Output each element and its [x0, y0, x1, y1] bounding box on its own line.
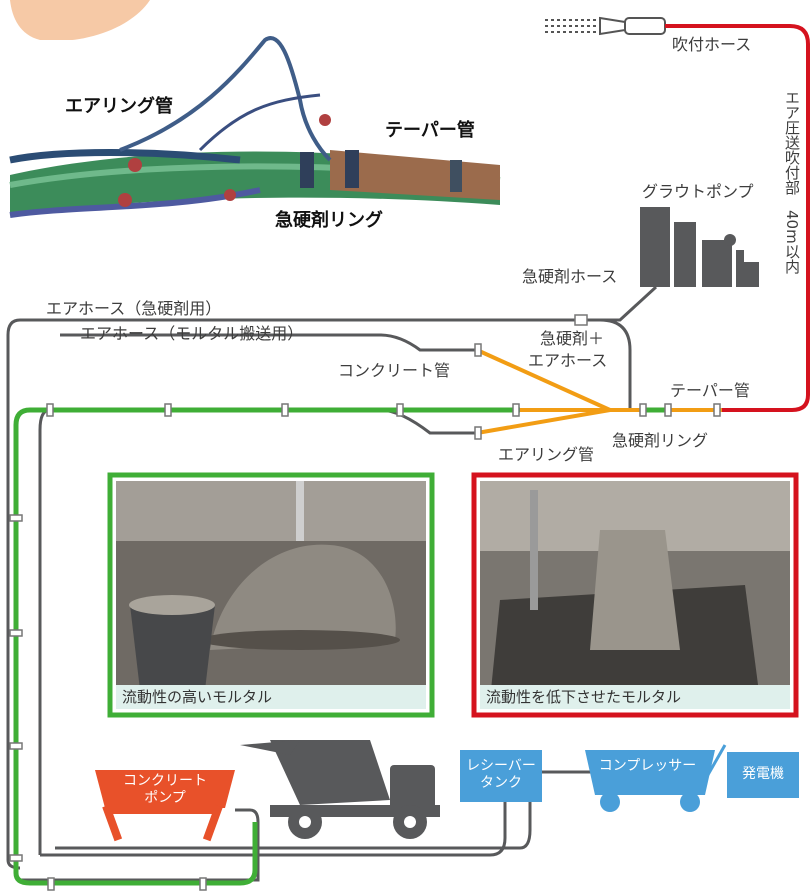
- concrete-pump-label-l2: ポンプ: [144, 790, 186, 806]
- spray-hose-label: 吹付ホース: [672, 35, 752, 54]
- accel-air-hose-label-l1: 急硬剤＋: [540, 329, 605, 348]
- spray-hose-line: [665, 24, 810, 412]
- spray-nozzle: [545, 16, 666, 36]
- compressor-label: コンプレッサー: [598, 758, 697, 774]
- concrete-pump-icon: [95, 770, 235, 842]
- air-ring-pipe-label: エアリング管: [498, 445, 595, 464]
- gray-hoses: [6, 285, 658, 882]
- photo-label-taper: テーパー管: [385, 120, 475, 141]
- air-hose-mortar-label: エアホース（モルタル搬送用）: [80, 324, 304, 343]
- photo-label-accel-ring: 急硬剤リング: [275, 210, 383, 231]
- receiver-tank-label: レシーバー タンク: [460, 758, 542, 792]
- compressor-icon: [585, 750, 715, 812]
- low-flow-frame: [471, 472, 799, 718]
- generator-box: [727, 752, 799, 798]
- high-flow-photo: [116, 481, 426, 709]
- receiver-tank-box: [460, 750, 542, 802]
- grout-pump-label: グラウトポンプ: [642, 182, 754, 201]
- receiver-tank-label-l1: レシーバー: [466, 758, 536, 774]
- air-hose-accel-label: エアホース（急硬剤用）: [46, 299, 222, 318]
- high-flow-photo-container: 流動性の高いモルタル: [116, 481, 426, 709]
- accel-hose-label: 急硬剤ホース: [522, 267, 618, 286]
- decorative-blob: [10, 0, 150, 41]
- pipe-joints: [9, 314, 721, 891]
- high-flow-caption: 流動性の高いモルタル: [116, 685, 426, 709]
- accel-air-hose-label-l2: エアホース: [528, 351, 608, 370]
- high-flow-frame: [107, 472, 435, 718]
- air-section-label: エア圧送吹付部 40m以内: [783, 90, 801, 274]
- grout-pump-icon: [640, 207, 759, 287]
- pipe-assembly-photo: [8, 36, 501, 270]
- concrete-pump-label-l1: コンクリート: [123, 773, 207, 789]
- mixer-truck-icon: [240, 740, 440, 839]
- accel-ring-label: 急硬剤リング: [612, 431, 709, 450]
- taper-pipe-label: テーパー管: [670, 381, 750, 400]
- generator-label: 発電機: [742, 766, 784, 782]
- concrete-pump-label: コンクリート ポンプ: [105, 773, 225, 807]
- low-flow-photo-container: 流動性を低下させたモルタル: [480, 481, 790, 709]
- photo-label-air-ring: エアリング管: [65, 96, 173, 117]
- receiver-tank-label-l2: タンク: [480, 775, 522, 791]
- concrete-pipe-label: コンクリート管: [338, 361, 451, 380]
- low-flow-caption: 流動性を低下させたモルタル: [480, 685, 790, 709]
- low-flow-photo: [480, 481, 790, 709]
